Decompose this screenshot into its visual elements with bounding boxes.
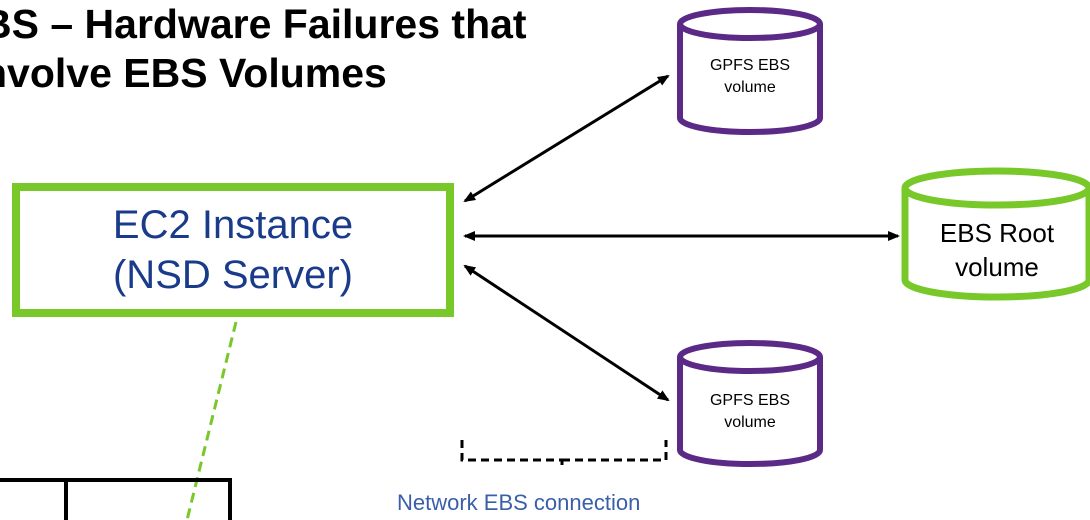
ec2-label-line-1: EC2 Instance (112, 203, 354, 247)
ec2-dashed-link (185, 321, 238, 520)
connector-bottom-volume (463, 264, 670, 402)
ebs-root-volume-label: EBS Root volume (905, 216, 1089, 284)
page-title: BS – Hardware Failures that nvolve EBS V… (0, 0, 527, 98)
gpfs-volume-bottom-cylinder (677, 340, 823, 467)
partial-box-bottom-left (0, 478, 232, 520)
title-line-1: BS – Hardware Failures that (0, 1, 527, 47)
network-bracket (460, 440, 668, 470)
gpfs-volume-top-label: GPFS EBS volume (680, 55, 820, 99)
ec2-label-line-2: (NSD Server) (112, 253, 354, 297)
connector-top-volume (463, 74, 670, 203)
gpfs-volume-bottom-label: GPFS EBS volume (680, 390, 820, 434)
ebs-root-volume-line-2: volume (955, 252, 1039, 282)
gpfs-volume-top-cylinder (677, 7, 823, 135)
title-line-2: nvolve EBS Volumes (0, 50, 387, 96)
ebs-root-volume-line-1: EBS Root (939, 218, 1055, 248)
network-ebs-connection-label: Network EBS connection (397, 490, 641, 515)
gpfs-volume-top-line-1: GPFS EBS (709, 57, 791, 74)
ec2-instance-box: EC2 Instance (NSD Server) (12, 183, 454, 317)
ebs-root-volume-cylinder (901, 167, 1090, 301)
gpfs-volume-bottom-line-2: volume (724, 414, 776, 431)
gpfs-volume-top-line-2: volume (724, 79, 776, 96)
gpfs-volume-bottom-line-1: GPFS EBS (709, 392, 791, 409)
